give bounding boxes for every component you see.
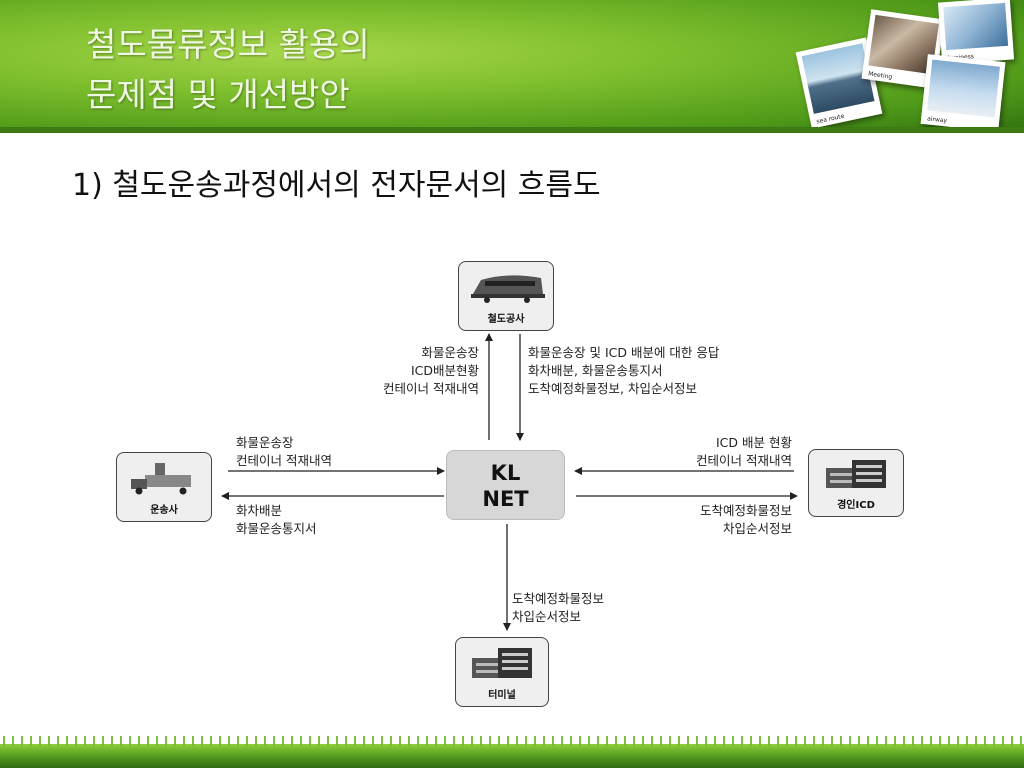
node-label-icd: 경인ICD: [837, 500, 875, 511]
flow-text: 화차배분, 화물운송통지서: [528, 363, 663, 378]
node-railway: 철도공사: [458, 261, 554, 331]
grass-blades: [0, 736, 1024, 746]
building-icon: [826, 460, 886, 488]
train-icon: [471, 275, 545, 303]
node-klnet: KL NET: [446, 450, 565, 520]
flow-label-klnet-to-carrier: 화차배분 화물운송통지서: [236, 502, 317, 538]
node-label-railway: 철도공사: [487, 314, 525, 325]
node-label-carrier: 운송사: [150, 505, 178, 516]
flow-text: ICD 배분 현황: [716, 435, 792, 450]
flow-text: 도착예정화물정보: [699, 503, 792, 518]
header-banner: 철도물류정보 활용의 문제점 및 개선방안 sea route Meeting …: [0, 0, 1024, 133]
flow-label-klnet-to-terminal: 도착예정화물정보 차입순서정보: [512, 590, 604, 626]
truck-icon: [131, 463, 191, 495]
footer-grass: [0, 736, 1024, 768]
flow-text: 도착예정화물정보, 차입순서정보: [528, 381, 697, 396]
node-icd: 경인ICD: [808, 449, 904, 517]
flow-text: 컨테이너 적재내역: [696, 453, 792, 468]
flow-text: ICD배분현황: [410, 363, 479, 378]
flow-label-klnet-to-icd: 도착예정화물정보 차입순서정보: [700, 502, 792, 538]
node-label-terminal: 터미널: [488, 690, 516, 701]
klnet-label-line1: KL: [490, 461, 521, 485]
slide-title-line1: 철도물류정보 활용의: [86, 25, 370, 64]
flow-label-carrier-to-klnet: 화물운송장 컨테이너 적재내역: [236, 434, 332, 470]
flow-text: 컨테이너 적재내역: [236, 453, 332, 468]
klnet-label-line2: NET: [482, 487, 529, 511]
flow-text: 화물운송장 및 ICD 배분에 대한 응답: [528, 345, 720, 360]
building-icon: [472, 648, 532, 678]
flow-text: 화물운송장: [236, 435, 294, 450]
node-terminal: 터미널: [455, 637, 549, 707]
flow-label-railway-to-klnet: 화물운송장 및 ICD 배분에 대한 응답 화차배분, 화물운송통지서 도착예정…: [528, 344, 719, 398]
flow-text: 컨테이너 적재내역: [383, 381, 479, 396]
flow-text: 화물운송장: [421, 345, 479, 360]
flow-text: 차입순서정보: [512, 609, 582, 624]
flow-text: 화차배분: [236, 503, 283, 518]
slide-title-line2: 문제점 및 개선방안: [86, 75, 350, 114]
flow-text: 도착예정화물정보: [512, 591, 605, 606]
flow-label-klnet-to-railway: 화물운송장 ICD배분현황 컨테이너 적재내역: [383, 344, 479, 398]
flow-text: 화물운송통지서: [236, 521, 317, 536]
flow-label-icd-to-klnet: ICD 배분 현황 컨테이너 적재내역: [696, 434, 792, 470]
flow-text: 차입순서정보: [722, 521, 792, 536]
header-divider: [0, 127, 1024, 133]
node-carrier: 운송사: [116, 452, 212, 522]
section-heading: 1) 철도운송과정에서의 전자문서의 흐름도: [72, 168, 601, 203]
